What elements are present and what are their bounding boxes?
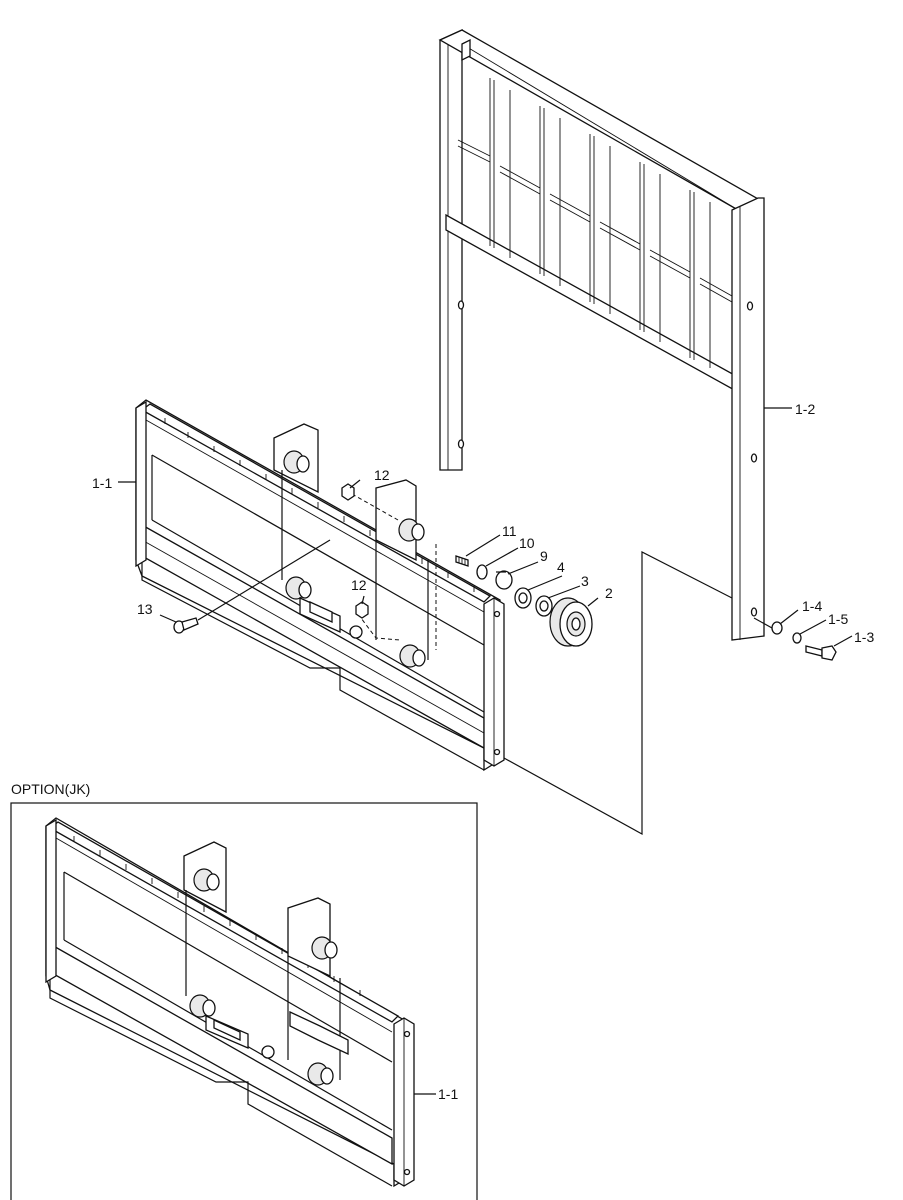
label-13: 13 <box>137 601 153 617</box>
label-1-1-option: 1-1 <box>438 1086 458 1102</box>
label-10: 10 <box>519 535 535 551</box>
label-2: 2 <box>605 585 613 601</box>
label-12-top: 12 <box>374 467 390 483</box>
label-12-mid: 12 <box>351 577 367 593</box>
fork-carriage-part-1-1 <box>135 399 505 772</box>
option-title: OPTION(JK) <box>11 781 90 797</box>
option-jk-frame <box>10 802 478 1200</box>
label-9: 9 <box>540 548 548 564</box>
label-11: 11 <box>502 523 517 539</box>
load-backrest-part-1-2 <box>438 28 765 641</box>
label-4: 4 <box>557 559 565 575</box>
label-1-1: 1-1 <box>92 475 112 491</box>
option-jk-carriage <box>45 817 415 1188</box>
leader-lines <box>118 407 853 1095</box>
label-1-4: 1-4 <box>802 598 822 614</box>
label-3: 3 <box>581 573 589 589</box>
label-1-2: 1-2 <box>795 401 815 417</box>
label-1-3: 1-3 <box>854 629 874 645</box>
label-1-5: 1-5 <box>828 611 848 627</box>
small-parts <box>173 483 837 661</box>
part-labels: OPTION(JK) 1-1 1-2 1-3 1-4 1-5 2 3 4 9 1… <box>11 401 874 1102</box>
